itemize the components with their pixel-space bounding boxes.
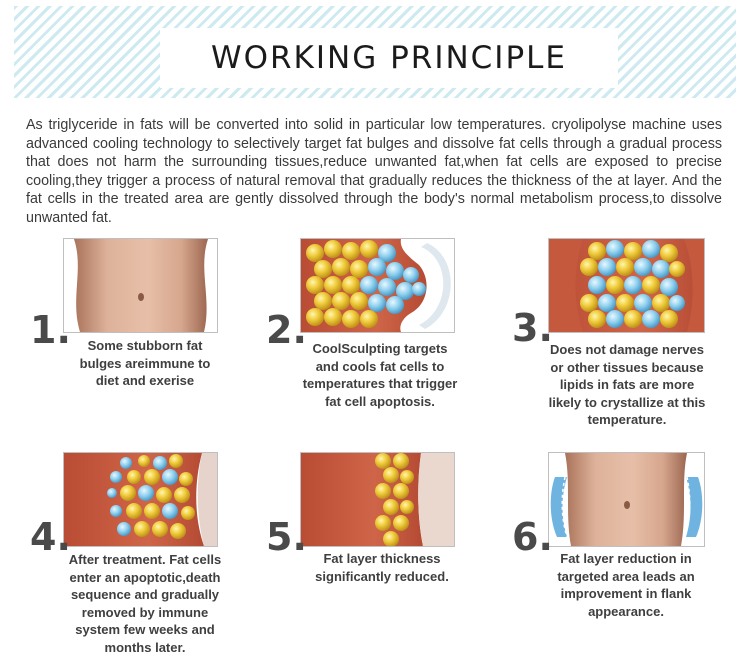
title-box: WORKING PRINCIPLE [160,28,618,88]
belly-after-illustration [549,453,704,546]
fat-cells-cooling-image [300,238,455,333]
step-number: 5. [266,515,307,559]
apoptosis-illustration [64,453,217,546]
step-caption: Fat layer thickness significantly reduce… [315,551,449,584]
step-caption: Does not damage nerves or other tissues … [548,342,706,427]
page-title: WORKING PRINCIPLE [210,40,568,76]
belly-before-image [63,238,218,333]
step-number: 1. [30,308,71,352]
fat-cells-crystallized-image [548,238,705,333]
title-banner: WORKING PRINCIPLE [14,6,736,98]
step-caption: Fat layer reduction in targeted area lea… [557,551,695,619]
fat-cells-apoptosis-image [63,452,218,547]
fat-layer-reduced-image [300,452,455,547]
reduced-layer-illustration [301,453,454,546]
belly-after-image [548,452,705,547]
cooling-illustration [301,239,454,332]
step-number: 6. [512,515,553,559]
step-number: 2. [266,308,307,352]
step-number: 3. [512,306,553,350]
step-number: 4. [30,515,71,559]
step-caption: CoolSculpting targets and cools fat cell… [302,341,458,409]
belly-illustration [64,239,217,332]
crystallized-illustration [549,239,704,332]
step-caption: After treatment. Fat cells enter an apop… [68,552,222,655]
intro-paragraph: As triglyceride in fats will be converte… [26,117,722,226]
step-caption: Some stubborn fat bulges areimmune to di… [79,338,211,388]
